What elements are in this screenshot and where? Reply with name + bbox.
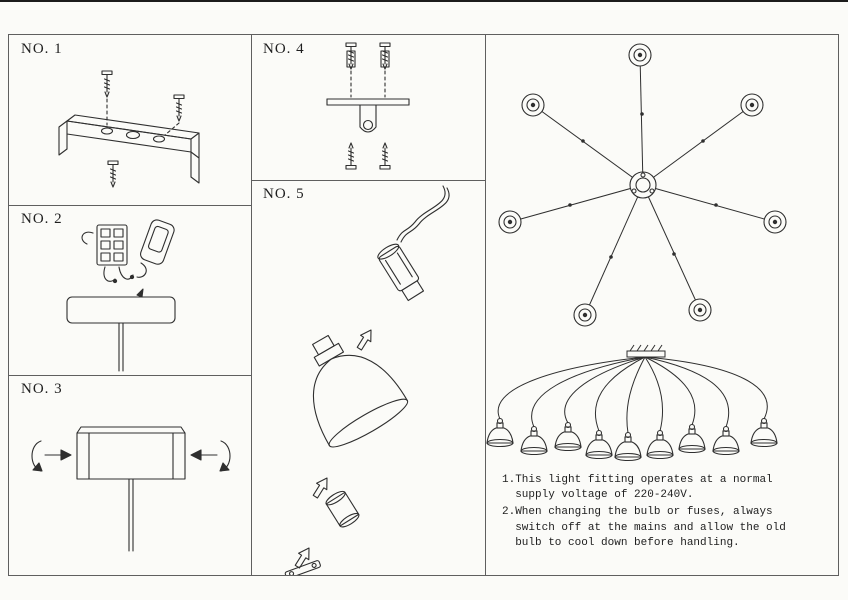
shade-top-icon [688,298,712,322]
left-clip-arrow-icon [31,440,72,472]
shade-top-icon [498,210,522,234]
sleeve-cylinder [325,490,360,528]
shade-side-icon [678,423,706,454]
arrow-up-icon [353,326,377,353]
spider-side-view [497,344,768,434]
canopy-with-clips [31,426,231,552]
shade-side-icon [750,417,778,448]
shade-side-icon [646,429,674,460]
shade-top-icon [763,210,787,234]
ceiling-hub [629,171,657,199]
terminal-block-wiring [66,219,176,372]
screw-icon [101,70,113,98]
shade-assembly-illustration [284,185,450,575]
shade-side-icon [486,417,514,448]
shade-side-icon [585,429,613,460]
screw-icon [379,142,391,170]
shade-top-icon [740,93,764,117]
screw-icon [173,94,185,122]
column-divider-left [251,35,252,575]
mounting-bar-illustration [58,70,200,188]
shade-side-icon [554,421,582,452]
panel-no5-label: NO. 5 [263,186,305,202]
row-divider-2 [9,375,251,376]
screw-icon [345,142,357,170]
panel-overview: 1.This light fitting operates at a norma… [486,35,840,575]
right-clip-arrow-icon [190,440,231,472]
panel-no1: NO. 1 [9,35,251,205]
note-1: 1.This light fitting operates at a norma… [502,474,773,502]
fixing-ring [284,560,321,575]
shade-side-icon [712,425,740,456]
shade-top-icon [573,303,597,327]
shade-side-icon [520,425,548,456]
panel-no5: NO. 5 [251,180,485,575]
shade-side-icon [614,431,642,462]
screw-icon [107,160,119,188]
pendant-overview-illustration [486,43,787,462]
panel-no3: NO. 3 [9,375,251,575]
fixing-bracket-illustration [326,42,410,170]
spider-top-view [509,54,776,316]
row-divider-3 [251,180,485,181]
plug-component [140,219,175,265]
cable-grip-dots [568,112,718,259]
column-divider-right [485,35,486,575]
panel-no2: NO. 2 [9,205,251,375]
page-top-edge [0,0,848,2]
lamp-shade [312,334,409,448]
shade-top-icon [628,43,652,67]
panel-no2-label: NO. 2 [21,211,63,227]
canopy-illustration [31,426,231,552]
panel-no4-label: NO. 4 [263,41,305,57]
sheet-frame [8,34,839,576]
mounting-bar [58,70,200,188]
panel-no4: NO. 4 [251,35,485,180]
lamp-holder [377,243,425,302]
arrow-up-icon [309,474,333,501]
cable-squiggle [400,187,450,243]
panel-no3-label: NO. 3 [21,381,63,397]
safety-notes: 1.This light fitting operates at a norma… [502,473,832,553]
wiring-illustration [66,219,176,372]
panel-no1-label: NO. 1 [21,41,63,57]
cable-grip-bracket [326,42,410,170]
exploded-assembly [284,185,450,575]
note-2: 2.When changing the bulb or fuses, alway… [502,506,786,549]
shade-top-icon [521,93,545,117]
row-divider-1 [9,205,251,206]
